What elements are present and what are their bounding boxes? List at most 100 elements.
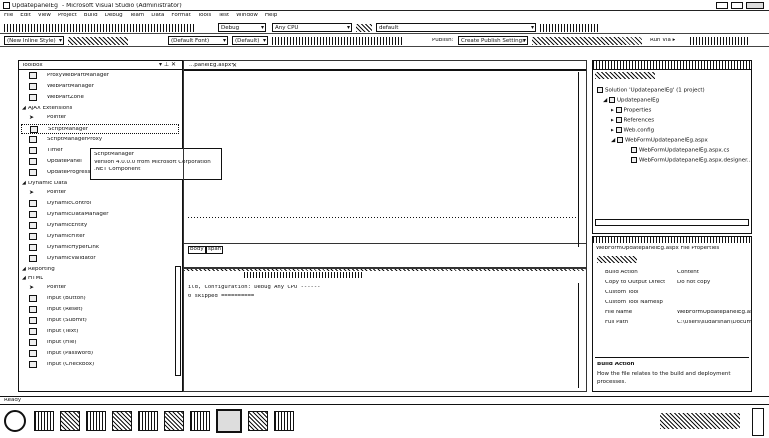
configuration-dropdown[interactable]: Debug bbox=[218, 23, 266, 32]
tree-webconfig[interactable]: ▸ Web.config bbox=[611, 127, 655, 134]
toolbox-item[interactable]: Input (Checkbox) bbox=[21, 360, 179, 370]
toolbox-item[interactable]: DynamicValidator bbox=[21, 254, 179, 264]
toolbox-category[interactable]: Dynamic Data bbox=[21, 179, 179, 188]
property-row[interactable]: Custom Tool Namesp bbox=[597, 299, 753, 308]
toolbox-item[interactable]: DynamicHyperLink bbox=[21, 243, 179, 253]
menu-item-edit[interactable]: Edit bbox=[20, 13, 31, 18]
solution-toolbar[interactable] bbox=[595, 72, 655, 79]
toolbox-item[interactable]: WebPartZone bbox=[21, 93, 179, 103]
toolbox-item[interactable]: ➤Pointer bbox=[21, 283, 179, 293]
toolbar-buttons-right[interactable] bbox=[540, 24, 600, 32]
toolbox-item[interactable]: ➤Pointer bbox=[21, 113, 179, 123]
toolbox-item[interactable]: WebPartManager bbox=[21, 82, 179, 92]
output-toolbar[interactable] bbox=[244, 272, 364, 278]
run-via-label[interactable]: Run Via ▸ bbox=[650, 38, 676, 43]
breadcrumb-body[interactable]: body bbox=[188, 246, 206, 254]
property-value[interactable]: Do not copy bbox=[677, 280, 711, 285]
menu-item-test[interactable]: Test bbox=[218, 13, 230, 18]
format-buttons-2[interactable] bbox=[272, 37, 402, 45]
close-tab-icon[interactable]: ✕ bbox=[232, 62, 238, 69]
toolbox-item[interactable]: ScriptManager bbox=[21, 124, 179, 134]
property-value[interactable]: Content bbox=[677, 270, 699, 275]
close-button[interactable] bbox=[746, 2, 764, 9]
toolbox-item[interactable]: Input (Reset) bbox=[21, 305, 179, 315]
tree-aspx[interactable]: ◢ WebFormUpdatepanelEg.aspx bbox=[611, 137, 708, 144]
show-desktop-button[interactable] bbox=[752, 408, 764, 436]
font-dropdown[interactable]: (Default Font) bbox=[168, 36, 228, 45]
toolbox-item[interactable]: Input (Password) bbox=[21, 349, 179, 359]
toolbox-item[interactable]: Input (Text) bbox=[21, 327, 179, 337]
toolbox-item[interactable]: DynamicEntity bbox=[21, 221, 179, 231]
menu-item-tools[interactable]: Tools bbox=[197, 13, 212, 18]
property-value[interactable]: C:\Users\sudarshan\Docum bbox=[677, 320, 751, 325]
properties-toolbar[interactable] bbox=[597, 256, 637, 263]
toolbox-item[interactable]: Timer bbox=[21, 146, 179, 156]
taskbar-app-icon-7[interactable] bbox=[190, 411, 210, 431]
taskbar-explorer-icon[interactable] bbox=[60, 411, 80, 431]
output-scrollbar[interactable] bbox=[578, 283, 585, 388]
maximize-button[interactable] bbox=[731, 2, 743, 9]
tree-properties[interactable]: ▸ Properties bbox=[611, 107, 652, 114]
taskbar-app-icon-10[interactable] bbox=[274, 411, 294, 431]
menu-item-view[interactable]: View bbox=[37, 13, 51, 18]
platform-dropdown[interactable]: Any CPU bbox=[272, 23, 352, 32]
menu-item-file[interactable]: File bbox=[4, 13, 14, 18]
toolbox-item[interactable]: DynamicFilter bbox=[21, 232, 179, 242]
solution-hscrollbar[interactable] bbox=[595, 219, 749, 226]
taskbar-app-icon-6[interactable] bbox=[164, 411, 184, 431]
toolbox-item[interactable]: UpdatePanel bbox=[21, 157, 179, 167]
taskbar-media-icon[interactable] bbox=[86, 411, 106, 431]
toolbox-item[interactable]: Input (Button) bbox=[21, 294, 179, 304]
toolbox-item[interactable]: ProxyWebPartManager bbox=[21, 71, 179, 81]
toolbox-item[interactable]: Input (Submit) bbox=[21, 316, 179, 326]
toolbox-category[interactable]: AJAX Extensions bbox=[21, 104, 179, 113]
taskbar-app-icon-9[interactable] bbox=[248, 411, 268, 431]
taskbar-app-icon-5[interactable] bbox=[138, 411, 158, 431]
menu-item-window[interactable]: Window bbox=[236, 13, 258, 18]
start-button[interactable] bbox=[4, 410, 26, 432]
publish-settings-dropdown[interactable]: Create Publish Settings bbox=[458, 36, 528, 45]
toolbox-scrollbar[interactable] bbox=[175, 266, 181, 376]
find-dropdown[interactable]: default bbox=[376, 23, 536, 32]
toolbox-category[interactable]: Reporting bbox=[21, 265, 179, 274]
publish-buttons[interactable] bbox=[532, 37, 642, 45]
minimize-button[interactable] bbox=[716, 2, 728, 9]
size-dropdown[interactable]: (Default) bbox=[232, 36, 268, 45]
menu-item-project[interactable]: Project bbox=[57, 13, 77, 18]
menu-item-help[interactable]: Help bbox=[264, 13, 278, 18]
taskbar-vs-icon[interactable] bbox=[216, 409, 242, 433]
format-buttons[interactable] bbox=[68, 37, 128, 45]
tree-aspx-designer[interactable]: WebFormUpdatepanelEg.aspx.designer... bbox=[631, 157, 752, 164]
property-value[interactable]: WebFormUpdatepanelEg.as bbox=[677, 310, 751, 315]
tree-references[interactable]: ▸ References bbox=[611, 117, 655, 124]
system-tray[interactable] bbox=[660, 413, 740, 429]
toolbox-item[interactable]: DynamicControl bbox=[21, 199, 179, 209]
editor-vscrollbar[interactable] bbox=[578, 72, 585, 247]
menu-item-team[interactable]: Team bbox=[129, 13, 145, 18]
toolbox-item[interactable]: ScriptManagerProxy bbox=[21, 135, 179, 145]
menu-item-data[interactable]: Data bbox=[151, 13, 165, 18]
menu-item-build[interactable]: Build bbox=[83, 13, 98, 18]
tree-aspx-cs[interactable]: WebFormUpdatepanelEg.aspx.cs bbox=[631, 147, 729, 154]
toolbox-item[interactable]: Input (File) bbox=[21, 338, 179, 348]
taskbar-ie-icon[interactable] bbox=[34, 411, 54, 431]
toolbar-icons-mid[interactable] bbox=[356, 24, 372, 32]
menu-item-format[interactable]: Format bbox=[171, 13, 191, 18]
editor-tab[interactable]: ...panelEg.aspx* bbox=[189, 63, 234, 68]
property-row[interactable]: Custom Tool bbox=[597, 289, 753, 298]
taskbar-app-icon-4[interactable] bbox=[112, 411, 132, 431]
tree-solution-root[interactable]: Solution 'UpdatepanelEg' (1 project) bbox=[597, 87, 705, 94]
toolbox-item[interactable]: UpdateProgress bbox=[21, 168, 179, 178]
toolbar-buttons-end[interactable] bbox=[690, 37, 750, 45]
style-dropdown[interactable]: (New Inline Style) bbox=[4, 36, 64, 45]
breadcrumb-span[interactable]: span bbox=[206, 246, 224, 254]
pin-icon[interactable]: ▾ ⊥ ✕ bbox=[159, 62, 177, 68]
tree-project[interactable]: ◢ UpdatepanelEg bbox=[603, 97, 660, 104]
toolbox-item[interactable]: ➤Pointer bbox=[21, 188, 179, 198]
menu-item-debug[interactable]: Debug bbox=[104, 13, 123, 18]
toolbar-buttons-group[interactable] bbox=[4, 24, 194, 32]
